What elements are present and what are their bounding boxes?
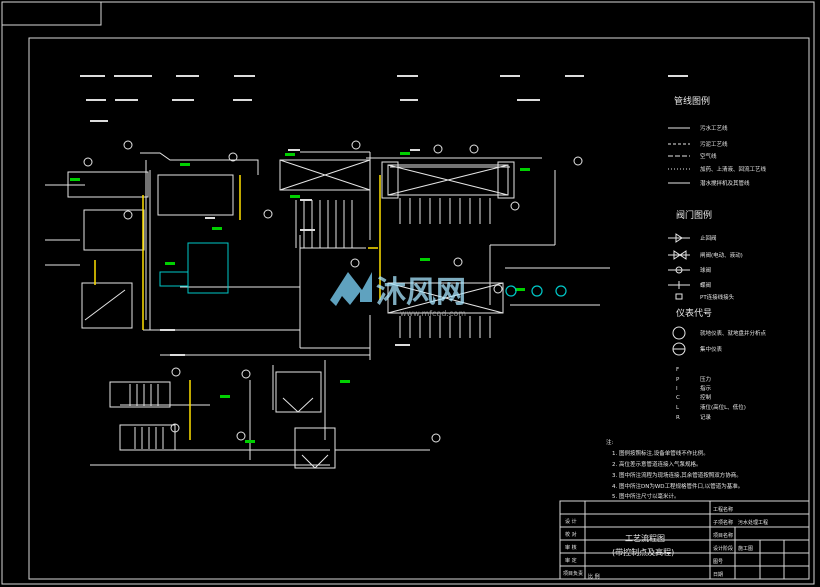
instrument-label: 指示 [700, 384, 712, 392]
tanks [67, 159, 515, 469]
instrument-code: R [676, 415, 680, 421]
watermark-text: 沐风网 [376, 275, 466, 310]
title-block: 设 计 校 对 审 核 审 定 项目负责 比 例 工艺流程图 (带控制点及高程)… [559, 500, 810, 580]
drawing-title: 工艺流程图 [625, 533, 665, 543]
tb-left-label: 设 计 [565, 518, 577, 525]
watermark-logo-icon [330, 272, 372, 306]
instrument-label: 控制 [700, 393, 712, 401]
tb-left-label: 审 定 [565, 557, 577, 564]
instrument-bubbles [83, 140, 583, 443]
pipe-legend-item: 污泥工艺线 [700, 140, 728, 148]
tb-left-label: 比 例 [588, 573, 600, 580]
tb-right-label: 日期 [713, 572, 723, 578]
header-label-bars [80, 75, 688, 122]
pipe-legend-item: 空气线 [700, 152, 717, 160]
instrument-code: I [676, 386, 678, 392]
note-item: 1. 图例按照标注,设备单管线不作比例。 [612, 449, 709, 457]
note-item: 3. 图中所注流程为现场连接,其余管道按照双方协商。 [612, 471, 742, 479]
green-tags [70, 152, 530, 443]
instrument-label: 记录 [700, 413, 712, 421]
tb-left-label: 校 对 [565, 531, 577, 538]
notes-block: 注: 1. 图例按照标注,设备单管线不作比例。 2. 高位差示意管道连接入气泵规… [606, 438, 743, 500]
valve-legend-item: PT连接线接头 [700, 293, 735, 301]
instrument-legend-title: 仪表代号 [676, 307, 712, 319]
tb-left-label: 项目负责 [563, 570, 583, 577]
instrument-code: L [676, 405, 680, 411]
valve-legend-item: 球阀 [700, 266, 711, 274]
tb-right-label: 工程名称 [713, 506, 733, 513]
instrument-label: 液位(高位L、低位) [700, 403, 746, 411]
note-item: 4. 图中所注DN为WD工程规格管件口,以管道为基准。 [612, 482, 743, 490]
valve-legend-item: 蝶阀 [700, 281, 711, 289]
valve-legend-item: 止回阀 [700, 234, 717, 242]
pipe-legend-item: 加药、上清液、回流工艺线 [700, 165, 767, 173]
instrument-legend-item: 集中仪表 [700, 345, 723, 353]
note-item: 5. 图中所注尺寸以毫米计。 [612, 492, 680, 500]
process-lines [45, 151, 610, 466]
sludge-lines [94, 175, 381, 440]
instrument-code: F [676, 367, 679, 373]
instrument-code: P [676, 377, 680, 383]
valve-legend-title: 阀门图例 [676, 209, 712, 221]
tb-right-value: 污水处理工程 [738, 519, 768, 526]
instrument-code: C [676, 395, 680, 401]
valve-legend-item: 闸阀(电动、液动) [700, 251, 743, 259]
watermark: 沐风网 www.mfcad.com [330, 272, 466, 318]
tb-right-label: 项目名称 [713, 532, 733, 539]
diffuser-lines [129, 198, 491, 449]
pipe-legend-item: 潜水搅拌机及其管线 [700, 179, 750, 187]
dosing-skid [159, 242, 229, 294]
tb-right-label: 设计阶段 [713, 545, 733, 552]
notes-title: 注: [606, 438, 614, 446]
tb-left-label: 审 核 [565, 544, 577, 551]
drawing-subtitle: (带控制点及高程) [612, 547, 674, 557]
pipe-legend-title: 管线图例 [674, 95, 710, 107]
instrument-legend-symbols [672, 326, 686, 356]
pipe-legend-item: 污水工艺线 [700, 124, 728, 132]
legend: 管线图例 污水工艺线 污泥工艺线 空气线 加药、上清液、回流工艺线 潜水搅拌机及… [668, 95, 767, 421]
tb-right-value: 施工图 [738, 545, 753, 552]
instrument-legend-item: 就地仪表、就地盘并分析点 [700, 329, 767, 337]
instrument-label: 压力 [700, 375, 711, 383]
pipe-legend-lines [668, 127, 690, 184]
tb-right-label: 图号 [713, 559, 723, 565]
watermark-url: www.mfcad.com [400, 309, 466, 318]
tag-bars [160, 149, 420, 356]
tb-right-label: 子项名称 [713, 519, 733, 526]
pump-icons [505, 285, 567, 297]
valve-legend-symbols [668, 233, 690, 300]
note-item: 2. 高位差示意管道连接入气泵规格。 [612, 460, 702, 468]
